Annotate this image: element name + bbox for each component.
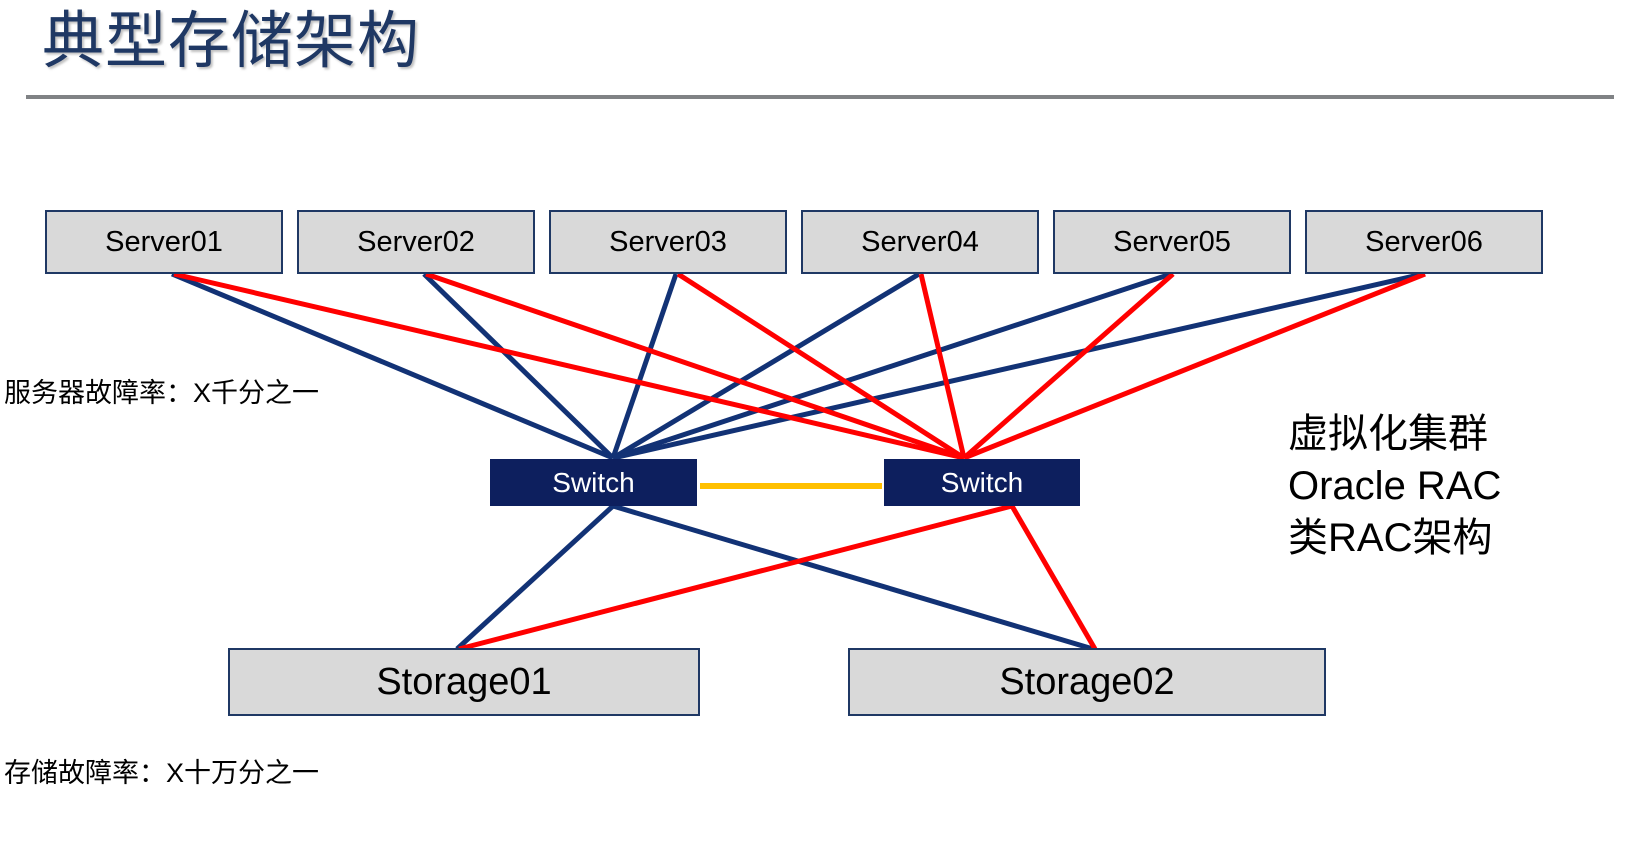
node-label: Server04 bbox=[861, 225, 979, 258]
cluster-note-line-2: Oracle RAC bbox=[1288, 464, 1502, 508]
node-label: Server03 bbox=[609, 225, 727, 258]
node-label: Switch bbox=[940, 466, 1024, 498]
links-switch-to-storage bbox=[455, 503, 1098, 652]
node-server03[interactable]: Server03 bbox=[549, 210, 787, 274]
cluster-note-line-3: 类RAC架构 bbox=[1288, 516, 1493, 560]
node-server06[interactable]: Server06 bbox=[1305, 210, 1543, 274]
link-server02-switch-left bbox=[422, 272, 615, 460]
link-server04-switch-left bbox=[611, 271, 921, 461]
link-switch-right-storage02 bbox=[1009, 504, 1098, 651]
link-switch-left-storage02 bbox=[612, 503, 1094, 652]
link-server05-switch-right bbox=[962, 272, 1175, 460]
node-label: Server02 bbox=[357, 225, 475, 258]
link-switch-right-storage01 bbox=[458, 503, 1013, 652]
link-switch-left-storage01 bbox=[455, 504, 615, 651]
node-switch-left[interactable]: Switch bbox=[490, 459, 697, 506]
links-server-to-right-switch bbox=[173, 271, 1426, 461]
node-label: Server05 bbox=[1113, 225, 1231, 258]
node-label: Storage02 bbox=[999, 660, 1175, 703]
annotation-cluster-types: 虚拟化集群 Oracle RAC 类RAC架构 bbox=[1288, 408, 1501, 564]
link-server03-switch-left bbox=[610, 273, 679, 459]
links-server-to-left-switch bbox=[171, 271, 1424, 461]
node-server05[interactable]: Server05 bbox=[1053, 210, 1291, 274]
annotation-server-failure-rate: 服务器故障率：X千分之一 bbox=[4, 378, 320, 408]
cluster-note-line-1: 虚拟化集群 bbox=[1288, 412, 1488, 456]
node-switch-right[interactable]: Switch bbox=[884, 459, 1080, 506]
node-server02[interactable]: Server02 bbox=[297, 210, 535, 274]
annotation-storage-failure-rate: 存储故障率：X十万分之一 bbox=[4, 758, 320, 788]
link-server01-switch-left bbox=[171, 271, 614, 461]
node-server04[interactable]: Server04 bbox=[801, 210, 1039, 274]
link-server05-switch-left bbox=[612, 271, 1172, 461]
node-server01[interactable]: Server01 bbox=[45, 210, 283, 274]
node-label: Server06 bbox=[1365, 225, 1483, 258]
node-label: Server01 bbox=[105, 225, 223, 258]
page-title: 典型存储架构 bbox=[42, 7, 421, 76]
link-server02-switch-right bbox=[425, 271, 965, 461]
node-label: Storage01 bbox=[376, 660, 552, 703]
link-server03-switch-right bbox=[676, 271, 966, 461]
node-label: Switch bbox=[552, 466, 635, 498]
link-server04-switch-right bbox=[918, 273, 967, 459]
node-storage02[interactable]: Storage02 bbox=[848, 648, 1326, 716]
title-divider bbox=[26, 95, 1614, 99]
node-storage01[interactable]: Storage01 bbox=[228, 648, 700, 716]
link-server01-switch-right bbox=[173, 271, 965, 461]
